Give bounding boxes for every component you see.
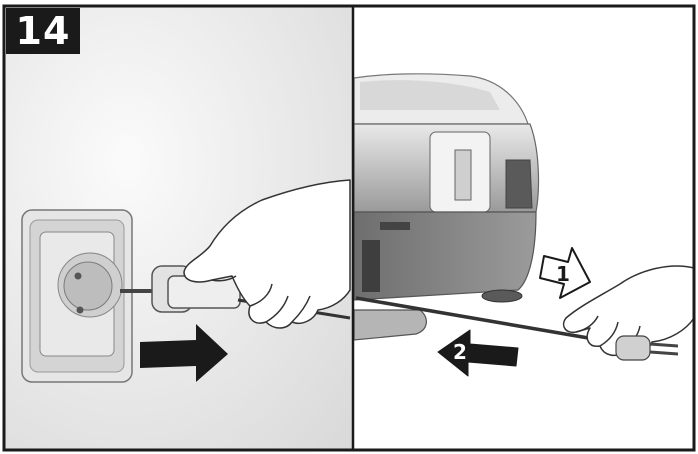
arrow-icon (140, 324, 228, 382)
step-number-badge: 14 (6, 8, 80, 54)
arrow-2: 2 (437, 329, 519, 377)
power-cable (355, 296, 601, 342)
hand-icon (183, 179, 351, 329)
figure-frame (2, 4, 696, 452)
plug-icon (615, 335, 679, 361)
arrow-2-label: 2 (453, 340, 467, 364)
vacuum-cleaner-icon (353, 73, 540, 341)
wall-socket-icon (21, 209, 133, 383)
arrow-1: 1 (539, 247, 591, 299)
arrow-1-label: 1 (556, 262, 570, 286)
